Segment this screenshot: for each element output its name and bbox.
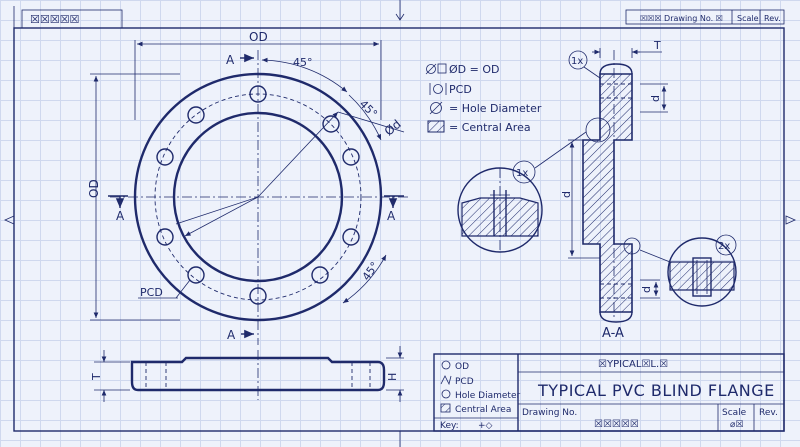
detail-2x-circle: [667, 237, 737, 307]
bolt-hole: [249, 287, 267, 305]
od-label-left: OD: [87, 179, 101, 198]
front-view: OD OD 45° 45° 45° Ød PCD A A A A: [87, 30, 410, 345]
side-view-outline: [130, 356, 386, 392]
side-view: T H: [90, 346, 404, 402]
legend-pcd: PCD: [449, 83, 472, 96]
bolt-hole: [156, 148, 174, 166]
inner-circle: [172, 111, 344, 283]
key-pcd-icon: [440, 375, 452, 386]
scale-value: ⌀☒: [730, 420, 744, 430]
hole-diameter-label: Ød: [382, 117, 404, 139]
callout-bubble-top: [568, 50, 588, 70]
pcd-label: PCD: [140, 286, 163, 299]
side-t-label: T: [90, 373, 103, 381]
header: ☒☒☒☒☒ ☒☒☒ Drawing No. ☒ Scale Rev.: [21, 9, 785, 29]
key-od: OD: [455, 362, 469, 372]
legend-central-area: = Central Area: [449, 121, 531, 134]
title-block-header-code: ☒YPICAL☒L.☒: [598, 359, 668, 370]
section-marker-top: A: [226, 53, 235, 67]
bolt-hole: [187, 266, 205, 284]
key-hole-diameter: Hole Diameter: [455, 391, 520, 401]
title-block: OD PCD Hole Diameter Central Area Key: +…: [433, 353, 785, 432]
section-t-label: T: [653, 39, 661, 52]
section-d-label-3: d: [640, 286, 653, 293]
header-scale: Scale: [737, 14, 759, 23]
bolt-hole: [322, 115, 340, 133]
callout-bubble-2x: [715, 234, 737, 256]
central-area-legend-icon: [427, 120, 445, 133]
section-d-label-2: d: [560, 191, 573, 198]
section-d-label-1: d: [649, 95, 662, 102]
section-view: T d d d 1x A-A: [560, 39, 668, 341]
drawing-no-label: Drawing No.: [522, 408, 577, 418]
drawing-no-value: ☒☒☒☒☒: [594, 419, 639, 430]
detail-1x: 1x: [457, 131, 587, 253]
section-marker-right: A: [387, 209, 396, 223]
drawing-no-box: [625, 9, 785, 25]
bolt-holes: [156, 85, 360, 305]
bolt-hole: [342, 228, 360, 246]
od-legend-icon: [426, 64, 436, 74]
bolt-hole: [187, 106, 205, 124]
pcd-circle: [154, 93, 362, 301]
bolt-hole: [311, 266, 329, 284]
bolt-hole: [249, 85, 267, 103]
title-block-frame: [433, 353, 785, 432]
sheet-border: [4, 0, 796, 447]
bolt-hole: [342, 148, 360, 166]
flange-section: [582, 73, 633, 313]
top-left-code-box: [21, 9, 123, 29]
header-drawing-no: ☒☒☒ Drawing No. ☒: [640, 14, 723, 23]
callout-2x: 2x: [718, 241, 730, 252]
callout-1x-top: 1x: [571, 56, 583, 67]
header-rev: Rev.: [764, 14, 781, 23]
angle-label-1: 45°: [293, 56, 313, 69]
hole-diameter-legend-icon: [430, 102, 442, 114]
callout-1x: 1x: [516, 168, 528, 179]
key-hole-icon: [441, 389, 451, 399]
key-od-icon: [441, 360, 451, 370]
legend: ØD = OD PCD = Hole Diameter = Central Ar…: [425, 63, 542, 134]
key-label: Key:: [440, 421, 459, 431]
key-central-area-icon: [440, 403, 451, 413]
pcd-legend-icon: [433, 84, 443, 94]
key-symbol: +◇: [478, 421, 493, 431]
legend-hole-diameter: = Hole Diameter: [449, 102, 542, 115]
section-marker-bottom: A: [227, 328, 236, 342]
section-title: A-A: [602, 326, 624, 341]
angle-label-2: 45°: [357, 98, 380, 121]
section-marker-left: A: [116, 209, 125, 223]
rev-label: Rev.: [759, 408, 778, 418]
drawing-title: TYPICAL PVC BLIND FLANGE: [537, 381, 775, 400]
key-pcd: PCD: [455, 377, 474, 387]
callout-bubble-1x: [512, 160, 536, 184]
side-h-label: H: [386, 373, 399, 381]
od-label-top: OD: [249, 30, 268, 44]
top-left-code: ☒☒☒☒☒: [30, 13, 79, 26]
outer-diameter-circle: [133, 72, 383, 322]
bolt-hole: [156, 228, 174, 246]
detail-2x: 2x: [639, 234, 737, 307]
key-central-area: Central Area: [455, 405, 511, 415]
legend-od: ØD = OD: [449, 63, 499, 76]
scale-label: Scale: [722, 408, 747, 418]
